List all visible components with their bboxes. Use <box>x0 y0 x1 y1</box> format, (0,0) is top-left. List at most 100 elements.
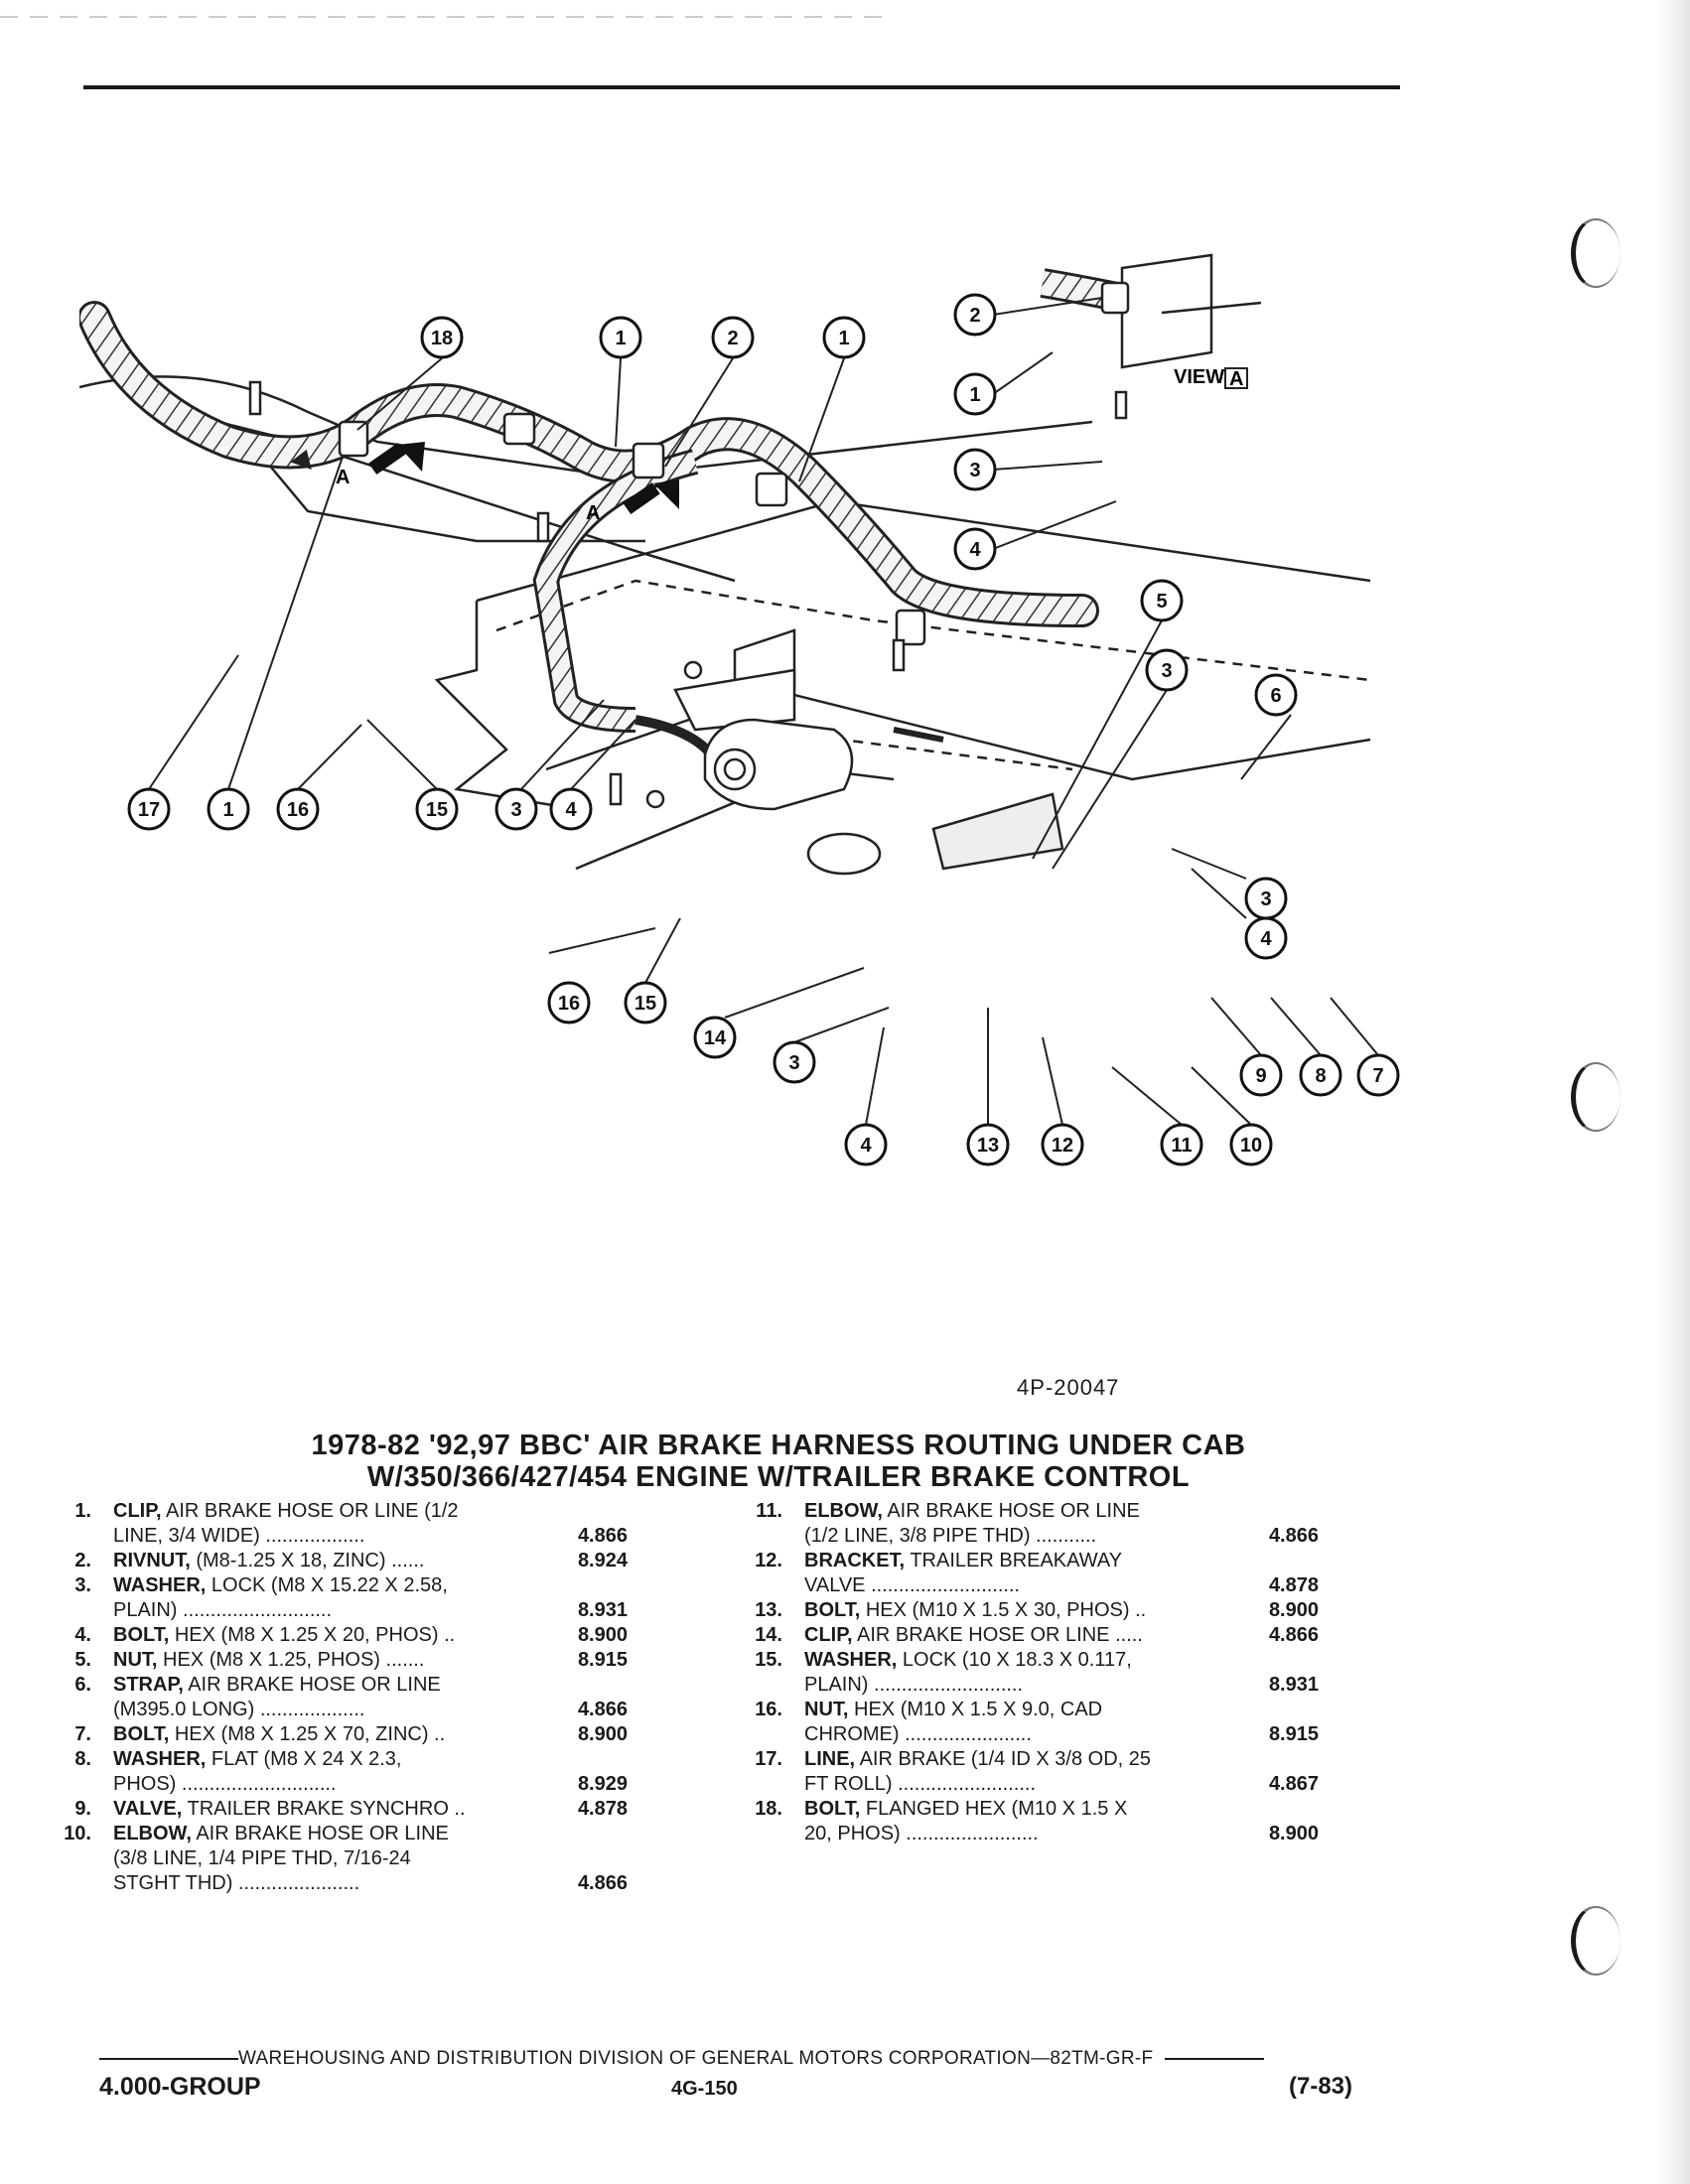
callout-18: 18 <box>431 328 453 349</box>
callout-1: 1 <box>615 328 626 349</box>
part-description: NUT, HEX (M8 X 1.25, PHOS) ....... <box>113 1648 548 1673</box>
part-spec: (1/2 LINE, 3/8 PIPE THD) ........... <box>804 1525 1097 1547</box>
part-group-code: 8.929 <box>577 1773 628 1795</box>
part-entry: 4.BOLT, HEX (M8 X 1.25 X 20, PHOS) ..8.9… <box>44 1623 628 1648</box>
callout-3: 3 <box>510 799 521 821</box>
hardware <box>248 281 1130 811</box>
part-description: BOLT, HEX (M8 X 1.25 X 70, ZINC) .. <box>113 1722 548 1747</box>
part-entry: 15.WASHER, LOCK (10 X 18.3 X 0.117,PLAIN… <box>735 1648 1319 1698</box>
part-group-code: 8.924 <box>577 1550 628 1571</box>
callout-5: 5 <box>1156 591 1167 613</box>
part-entry: 8.WASHER, FLAT (M8 X 24 X 2.3,PHOS) ....… <box>44 1747 628 1797</box>
part-description: ELBOW, AIR BRAKE HOSE OR LINE(3/8 LINE, … <box>113 1822 548 1896</box>
part-name: BOLT, <box>113 1624 170 1646</box>
description-line: BOLT, HEX (M8 X 1.25 X 20, PHOS) .. <box>113 1623 548 1648</box>
part-number: 1. <box>74 1500 91 1522</box>
header-rule <box>83 85 1400 89</box>
callout-1: 1 <box>969 384 980 406</box>
part-number: 14. <box>755 1624 782 1646</box>
part-name: CLIP, <box>113 1500 162 1522</box>
description-line: ELBOW, AIR BRAKE HOSE OR LINE <box>113 1822 548 1846</box>
part-number: 3. <box>74 1574 91 1596</box>
part-number: 4. <box>74 1624 91 1646</box>
callout-9: 9 <box>1255 1065 1266 1087</box>
part-spec: AIR BRAKE HOSE OR LINE ..... <box>857 1624 1143 1646</box>
part-name: ELBOW, <box>113 1823 192 1844</box>
description-line: BOLT, HEX (M8 X 1.25 X 70, ZINC) .. <box>113 1722 548 1747</box>
part-spec: LOCK (10 X 18.3 X 0.117, <box>902 1649 1132 1671</box>
part-number: 13. <box>755 1599 782 1621</box>
part-name: VALVE, <box>113 1798 183 1820</box>
part-description: WASHER, FLAT (M8 X 24 X 2.3,PHOS) ......… <box>113 1747 548 1797</box>
part-name: NUT, <box>113 1649 158 1671</box>
description-line: CLIP, AIR BRAKE HOSE OR LINE ..... <box>804 1623 1239 1648</box>
part-spec: HEX (M10 X 1.5 X 9.0, CAD <box>854 1699 1103 1720</box>
part-group-code: 8.900 <box>577 1723 628 1745</box>
part-spec: LINE, 3/4 WIDE) .................. <box>113 1525 365 1547</box>
callout-15: 15 <box>634 993 656 1015</box>
description-line: FT ROLL) ......................... <box>804 1772 1239 1797</box>
air-brake-hoses <box>79 268 1125 762</box>
part-number: 16. <box>755 1699 782 1720</box>
part-group-code: 4.866 <box>577 1699 628 1720</box>
description-line: WASHER, LOCK (M8 X 15.22 X 2.58, <box>113 1573 548 1598</box>
part-number: 9. <box>74 1798 91 1820</box>
parts-list-right: 11.ELBOW, AIR BRAKE HOSE OR LINE(1/2 LIN… <box>735 1499 1319 1846</box>
scan-page-edge <box>1656 0 1690 2184</box>
view-arrows <box>368 442 679 515</box>
part-entry: 10.ELBOW, AIR BRAKE HOSE OR LINE(3/8 LIN… <box>44 1822 628 1896</box>
part-description: WASHER, LOCK (M8 X 15.22 X 2.58,PLAIN) .… <box>113 1573 548 1623</box>
description-line: VALVE, TRAILER BRAKE SYNCHRO .. <box>113 1797 548 1822</box>
callout-1: 1 <box>838 328 849 349</box>
description-line: NUT, HEX (M10 X 1.5 X 9.0, CAD <box>804 1698 1239 1722</box>
part-group-code: 4.878 <box>577 1798 628 1820</box>
description-line: CHROME) ....................... <box>804 1722 1239 1747</box>
scan-artifact-line <box>0 16 894 18</box>
part-number: 5. <box>74 1649 91 1671</box>
part-group-code: 8.900 <box>1268 1823 1319 1844</box>
part-name: BOLT, <box>804 1798 861 1820</box>
description-line: PLAIN) ........................... <box>113 1598 548 1623</box>
callout-4: 4 <box>860 1135 872 1157</box>
callout-16: 16 <box>287 799 309 821</box>
description-line: RIVNUT, (M8-1.25 X 18, ZINC) ...... <box>113 1549 548 1573</box>
description-line: (1/2 LINE, 3/8 PIPE THD) ........... <box>804 1524 1239 1549</box>
footer-page-number: 4G-150 <box>671 2078 738 2100</box>
part-spec: PLAIN) ........................... <box>113 1599 333 1621</box>
description-line: VALVE ........................... <box>804 1573 1239 1598</box>
part-name: LINE, <box>804 1748 856 1770</box>
part-description: BOLT, FLANGED HEX (M10 X 1.5 X 20, PHOS) … <box>804 1797 1239 1846</box>
callout-2: 2 <box>969 305 980 327</box>
part-name: RIVNUT, <box>113 1550 191 1571</box>
view-label: VIEW <box>1174 366 1224 388</box>
part-spec: AIR BRAKE HOSE OR LINE <box>188 1674 441 1696</box>
part-description: ELBOW, AIR BRAKE HOSE OR LINE(1/2 LINE, … <box>804 1499 1239 1549</box>
part-group-code: 8.915 <box>577 1649 628 1671</box>
page-title-line-2: W/350/366/427/454 ENGINE W/TRAILER BRAKE… <box>366 1461 1191 1493</box>
view-tag: A <box>1229 368 1243 390</box>
part-spec: AIR BRAKE HOSE OR LINE <box>196 1823 449 1844</box>
part-name: BOLT, <box>113 1723 170 1745</box>
part-entry: 9. VALVE, TRAILER BRAKE SYNCHRO .. 4.878 <box>44 1797 628 1822</box>
part-entry: 5. NUT, HEX (M8 X 1.25, PHOS) ....... 8.91… <box>44 1648 628 1673</box>
part-spec: (M395.0 LONG) ................... <box>113 1699 365 1720</box>
part-group-code: 8.915 <box>1268 1723 1319 1745</box>
part-spec: (M8-1.25 X 18, ZINC) ...... <box>196 1550 425 1571</box>
description-line: LINE, AIR BRAKE (1/4 ID X 3/8 OD, 25 <box>804 1747 1239 1772</box>
description-line: STRAP, AIR BRAKE HOSE OR LINE <box>113 1673 548 1698</box>
arrow-tag-a: A <box>586 502 600 524</box>
part-group-code: 4.866 <box>577 1525 628 1547</box>
callout-11: 11 <box>1171 1135 1192 1157</box>
part-name: BOLT, <box>804 1599 861 1621</box>
part-name: WASHER, <box>113 1748 207 1770</box>
page-title-line-1: 1978-82 '92,97 BBC' AIR BRAKE HARNESS RO… <box>311 1430 1246 1461</box>
part-spec: 20, PHOS) ........................ <box>804 1823 1039 1844</box>
part-spec: FLANGED HEX (M10 X 1.5 X <box>865 1798 1128 1820</box>
part-spec: LOCK (M8 X 15.22 X 2.58, <box>211 1574 448 1596</box>
footer-publisher: WAREHOUSING AND DISTRIBUTION DIVISION OF… <box>238 2048 1154 2069</box>
leader-lines <box>148 297 1379 1126</box>
